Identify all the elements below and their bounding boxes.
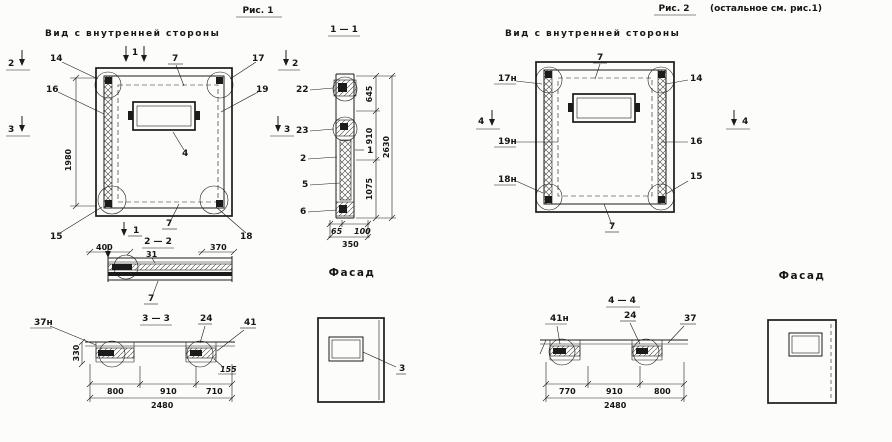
callout-5: 5	[302, 180, 308, 190]
facade-label: Фасад	[329, 267, 376, 279]
fig1: Рис. 1 Вид с внутренней стороны 1980 1 1	[6, 6, 406, 410]
dim-710: 710	[206, 387, 223, 396]
callout-1: 1	[367, 146, 373, 156]
callout-18: 18	[240, 232, 253, 242]
dim-910: 910	[160, 387, 177, 396]
callout-24: 24	[200, 314, 213, 324]
detail-circle	[186, 340, 214, 368]
callout-4: 4	[182, 149, 188, 159]
detail-circle	[632, 338, 660, 366]
fig2-facade: Фасад	[767, 270, 837, 404]
callout-22: 22	[296, 85, 309, 95]
section-marker-3-right: 3	[284, 125, 290, 135]
dim-370: 370	[210, 243, 227, 252]
section-marker-2-right: 2	[292, 59, 298, 69]
detail-circle	[97, 185, 127, 215]
dim-330: 330	[72, 344, 81, 361]
dim-65: 65	[331, 227, 343, 236]
detail-circle	[332, 76, 358, 102]
callout-41: 41	[244, 318, 257, 328]
callout-17: 17	[252, 54, 265, 64]
fig1-title: Рис. 1	[242, 6, 273, 16]
callout-7: 7	[148, 294, 154, 304]
detail-circle	[535, 183, 563, 211]
callout-41n: 41н	[550, 314, 569, 324]
detail-circle	[535, 66, 563, 94]
section-marker-3-left: 3	[8, 125, 14, 135]
detail-circle	[548, 338, 576, 366]
dim-910: 910	[606, 387, 623, 396]
callout-6: 6	[300, 207, 306, 217]
callout-7-bottom: 7	[609, 222, 615, 232]
fig2-view-label: Вид с внутренней стороны	[505, 29, 680, 39]
dim-155: 155	[220, 365, 237, 374]
callout-15: 15	[50, 232, 63, 242]
callout-19n: 19н	[498, 137, 517, 147]
fig2-main-view: 17н 19н 18н 14 16 15 7 7 4 4	[476, 53, 750, 233]
dim-800: 800	[654, 387, 671, 396]
callout-16: 16	[690, 137, 703, 147]
dim-1075: 1075	[365, 177, 374, 200]
callout-37n: 37н	[34, 318, 53, 328]
fig1-section-2-2: 2 — 2 400 370 31 7	[86, 237, 238, 305]
fig1-main-view: 1980 1 1 2 3 2 3 14 16 17 19 15 18 7	[6, 46, 300, 242]
section-marker-4-right: 4	[742, 117, 748, 127]
section-3-3-title: 3 — 3	[142, 314, 170, 324]
section-2-2-title: 2 — 2	[144, 237, 172, 247]
callout-24: 24	[624, 311, 637, 321]
dim-2630: 2630	[382, 135, 391, 158]
fig2-section-4-4: 4 — 4 41н 24 37 770	[539, 296, 697, 410]
callout-7-bottom: 7	[166, 219, 172, 229]
fig2: Рис. 2 (остальное см. рис.1) Вид с внутр…	[476, 4, 837, 410]
fig1-section-1-1: 1 — 1 22 23 2 5 6 1 64	[296, 25, 396, 249]
callout-14: 14	[690, 74, 703, 84]
dim-800: 800	[107, 387, 124, 396]
fig2-title-note: (остальное см. рис.1)	[710, 4, 822, 14]
callout-18n: 18н	[498, 175, 517, 185]
callout-23: 23	[296, 126, 309, 136]
fig1-facade: Фасад 3	[317, 267, 406, 403]
detail-circle	[199, 185, 229, 215]
callout-15: 15	[690, 172, 703, 182]
callout-31: 31	[146, 250, 158, 259]
dim-910: 910	[365, 127, 374, 144]
callout-14: 14	[50, 54, 63, 64]
dim-2480: 2480	[604, 401, 627, 410]
fig2-title: Рис. 2	[658, 4, 689, 14]
callout-37: 37	[684, 314, 697, 324]
detail-circle	[206, 71, 234, 99]
callout-2: 2	[300, 154, 306, 164]
callout-7-top: 7	[597, 53, 603, 63]
dim-770: 770	[559, 387, 576, 396]
section-marker-1-bottom: 1	[133, 226, 139, 236]
dim-1980: 1980	[64, 148, 73, 171]
callout-19: 19	[256, 85, 269, 95]
detail-circle	[647, 183, 675, 211]
callout-3: 3	[399, 364, 405, 374]
detail-circle	[647, 66, 675, 94]
dim-100: 100	[354, 227, 371, 236]
callout-7-top: 7	[172, 54, 178, 64]
detail-circle	[98, 340, 126, 368]
callout-17n: 17н	[498, 74, 517, 84]
dim-400: 400	[96, 243, 113, 252]
dim-350: 350	[342, 240, 359, 249]
dim-645: 645	[365, 85, 374, 102]
detail-circle	[113, 254, 139, 280]
section-marker-4-left: 4	[478, 117, 484, 127]
dim-2480: 2480	[151, 401, 174, 410]
section-marker-2-left: 2	[8, 59, 14, 69]
section-4-4-title: 4 — 4	[608, 296, 636, 306]
fig1-section-3-3: 3 — 3 155 330 800 910 710	[30, 314, 257, 410]
callout-16: 16	[46, 85, 59, 95]
fig1-view-label: Вид с внутренней стороны	[45, 29, 220, 39]
section-1-1-title: 1 — 1	[330, 25, 358, 35]
detail-circle	[94, 71, 122, 99]
section-marker-1-top: 1	[132, 48, 138, 58]
facade-label: Фасад	[779, 270, 826, 282]
